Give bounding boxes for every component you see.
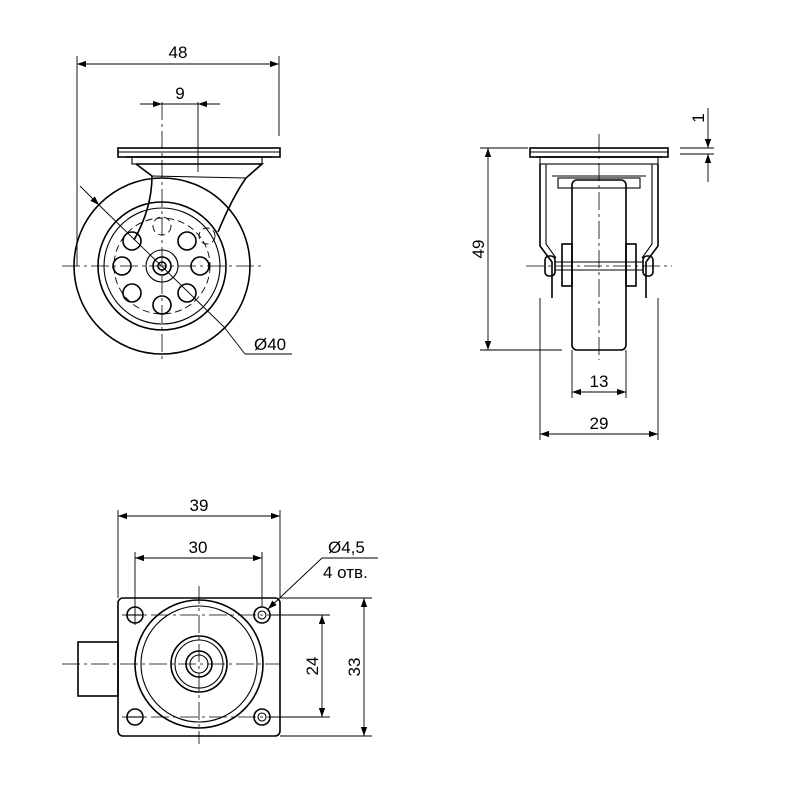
dimension-49: 49 bbox=[469, 147, 562, 351]
dimension-1: 1 bbox=[680, 108, 714, 182]
dimension-29: 29 bbox=[539, 298, 659, 440]
dimension-24: 24 bbox=[270, 614, 330, 718]
dim-plate-width-label: 39 bbox=[190, 496, 209, 515]
dim-offset-label: 9 bbox=[175, 84, 184, 103]
hole-callout: Ø4,5 4 отв. bbox=[267, 538, 378, 610]
dim-wheel-width-label: 13 bbox=[590, 372, 609, 391]
fork-side bbox=[539, 164, 659, 298]
hole-diameter-label: Ø4,5 bbox=[328, 538, 365, 557]
front-view: 48 9 Ø40 bbox=[62, 43, 292, 362]
hole-count-label: 4 отв. bbox=[323, 563, 368, 582]
dim-height-label: 49 bbox=[469, 240, 488, 259]
mounting-plate-front bbox=[117, 147, 281, 165]
dimension-33: 33 bbox=[280, 597, 372, 737]
dimension-9: 9 bbox=[140, 84, 220, 108]
mounting-plate-top bbox=[77, 597, 281, 737]
fork-front bbox=[133, 163, 265, 241]
dim-plate-depth-label: 33 bbox=[345, 658, 364, 677]
dim-wheel-diameter-label: Ø40 bbox=[254, 335, 286, 354]
dim-hole-spacing-y-label: 24 bbox=[303, 657, 322, 676]
dimension-13: 13 bbox=[571, 350, 627, 398]
dimension-diameter-40: Ø40 bbox=[79, 185, 292, 355]
dimension-39: 39 bbox=[117, 496, 281, 598]
dim-overall-width-label: 48 bbox=[169, 43, 188, 62]
dimension-30: 30 bbox=[134, 538, 263, 625]
dim-plate-thickness-label: 1 bbox=[689, 113, 708, 122]
top-view: 39 30 24 33 Ø4,5 4 отв. bbox=[62, 496, 378, 744]
dim-hole-spacing-x-label: 30 bbox=[189, 538, 208, 557]
dim-fork-width-label: 29 bbox=[590, 414, 609, 433]
side-view: 1 49 13 29 bbox=[469, 108, 714, 440]
dimension-48: 48 bbox=[76, 43, 280, 266]
